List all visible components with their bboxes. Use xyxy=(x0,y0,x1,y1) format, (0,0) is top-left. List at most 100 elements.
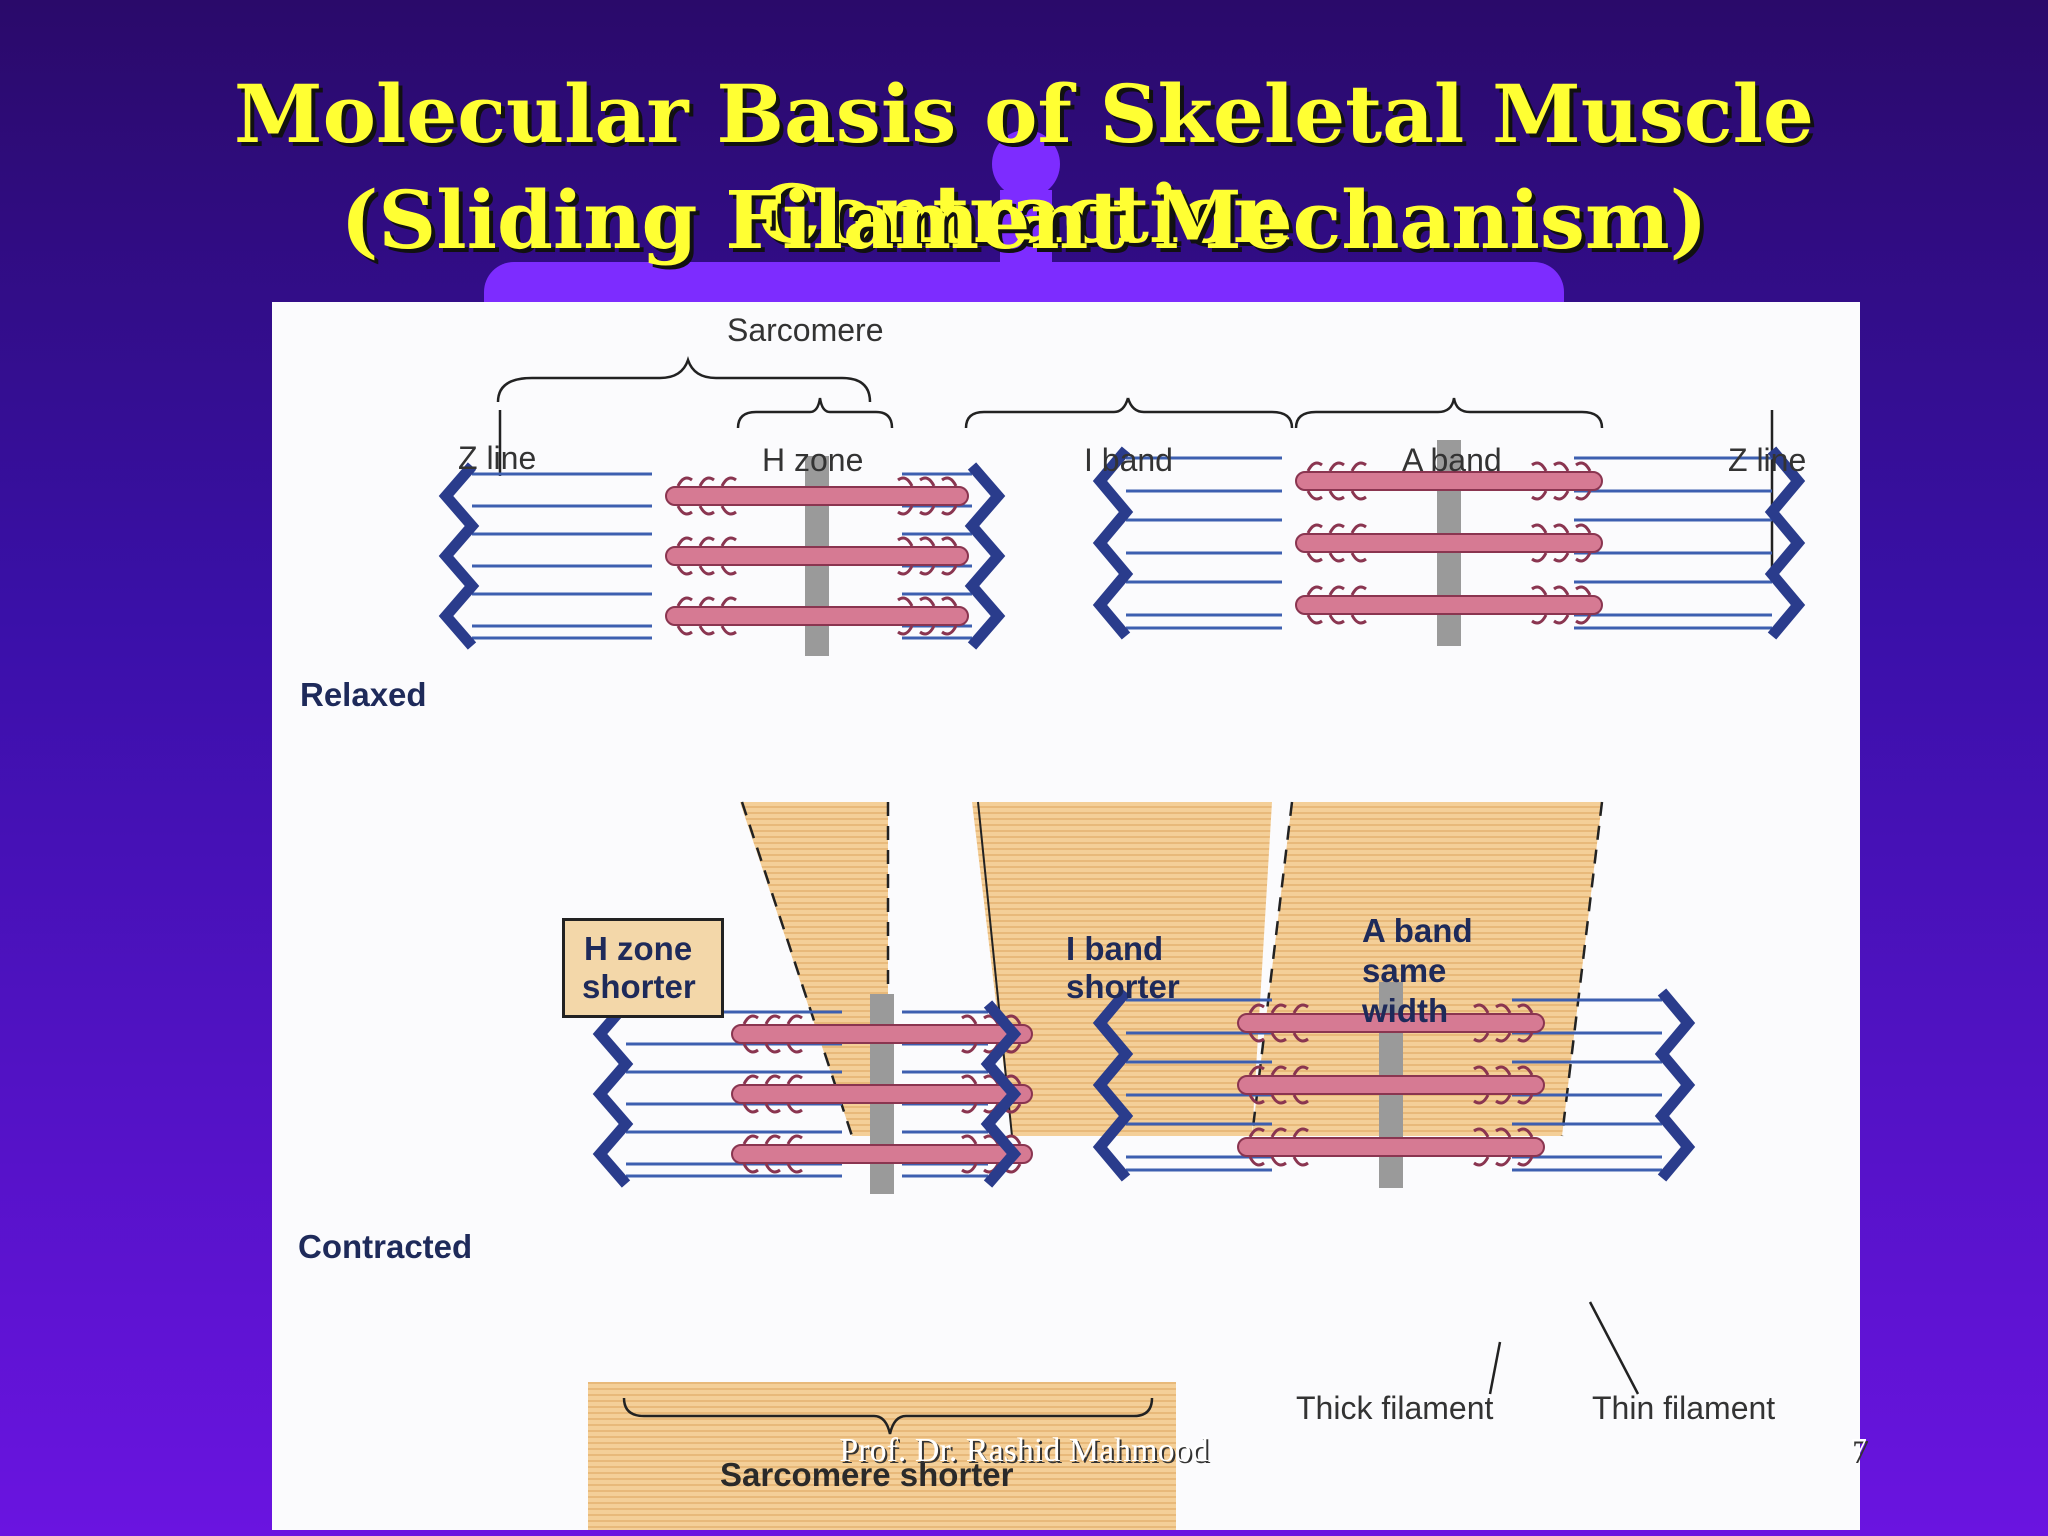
sarcomere-diagram xyxy=(438,356,1806,1530)
thick-filament xyxy=(1295,471,1603,491)
thick-filament xyxy=(1295,533,1603,553)
myosin-head xyxy=(919,476,936,516)
myosin-head xyxy=(742,1074,759,1114)
thick-filament xyxy=(1237,1137,1545,1157)
myosin-head xyxy=(1575,585,1592,625)
myosin-head xyxy=(720,476,737,516)
thick-filament xyxy=(731,1024,1033,1044)
i-band-shorter-label-1: I band xyxy=(1066,930,1164,967)
myosin-head xyxy=(1473,1127,1490,1167)
i-band-band xyxy=(972,802,1272,1136)
a-band-band xyxy=(1252,802,1602,1136)
myosin-head xyxy=(1350,523,1367,563)
myosin-head xyxy=(1270,1127,1287,1167)
page-number: 7 xyxy=(1850,1432,1867,1469)
z-line xyxy=(592,1000,634,1188)
myosin-head xyxy=(1306,461,1323,501)
myosin-head xyxy=(1270,1065,1287,1105)
thick-filament xyxy=(1237,1013,1545,1033)
myosin-head xyxy=(1517,1127,1534,1167)
logo-circle xyxy=(992,130,1060,198)
h-zone-shorter-label-1: H zone xyxy=(584,930,693,967)
myosin-head xyxy=(1350,461,1367,501)
myosin-head xyxy=(1306,523,1323,563)
z-line xyxy=(964,462,1006,650)
myosin-head xyxy=(1531,585,1548,625)
sarcomere-shorter-brace xyxy=(622,1397,1154,1435)
z-line xyxy=(980,1000,1022,1188)
myosin-head xyxy=(1531,523,1548,563)
myosin-head xyxy=(1270,1003,1287,1043)
myosin-head xyxy=(742,1014,759,1054)
myosin-head xyxy=(1248,1127,1265,1167)
thick-filament xyxy=(1295,595,1603,615)
myosin-head xyxy=(1292,1127,1309,1167)
myosin-head xyxy=(1328,585,1345,625)
myosin-head xyxy=(1306,585,1323,625)
thick-filament-label: Thick filament xyxy=(1296,1390,1494,1426)
z-line-label-right: Z line xyxy=(1728,442,1807,478)
h-zone-shorter-box xyxy=(562,918,724,1018)
slide-title: Molecular Basis of Skeletal Muscle Contr… xyxy=(234,67,1814,261)
thick-filament xyxy=(731,1084,1033,1104)
a-band-brace xyxy=(1294,397,1604,429)
myosin-head xyxy=(1248,1065,1265,1105)
i-band-brace-right xyxy=(1126,397,1294,429)
sarcomere-shorter-band xyxy=(588,1382,1176,1530)
z-line-label-left: Z line xyxy=(458,440,537,476)
myosin-head xyxy=(1553,461,1570,501)
myosin-head xyxy=(1531,461,1548,501)
myosin-head xyxy=(941,476,958,516)
myosin-head xyxy=(764,1134,781,1174)
thick-filament xyxy=(665,486,969,506)
i-band-shorter-label-2: shorter xyxy=(1066,968,1180,1005)
myosin-head xyxy=(1248,1003,1265,1043)
a-band-label: A band xyxy=(1402,442,1502,478)
thick-filament xyxy=(665,546,969,566)
myosin-head xyxy=(961,1074,978,1114)
myosin-head xyxy=(786,1074,803,1114)
myosin-head xyxy=(676,596,693,636)
z-line xyxy=(1764,446,1806,640)
a-band-same-label-3: width xyxy=(1362,992,1449,1029)
myosin-head xyxy=(1005,1014,1022,1054)
sarcomere-shorter-label: Sarcomere shorter xyxy=(720,1456,1014,1493)
myosin-head xyxy=(698,596,715,636)
thin-filament-pointer xyxy=(1588,1301,1640,1395)
thick-filament xyxy=(1237,1075,1545,1095)
myosin-head xyxy=(786,1134,803,1174)
z-line xyxy=(438,462,480,650)
myosin-head xyxy=(1473,1003,1490,1043)
myosin-head xyxy=(1575,523,1592,563)
h-zone-brace xyxy=(736,397,894,429)
slide-subtitle: (Sliding Filament Mechanism) xyxy=(340,173,1708,267)
myosin-head xyxy=(676,536,693,576)
myosin-head xyxy=(961,1134,978,1174)
myosin-head xyxy=(1517,1003,1534,1043)
myosin-head xyxy=(698,536,715,576)
a-band-same-label-1: A band xyxy=(1362,912,1473,949)
contracted-label: Contracted xyxy=(298,1228,473,1265)
myosin-head xyxy=(961,1014,978,1054)
sarcomere-label: Sarcomere xyxy=(727,312,884,348)
myosin-head xyxy=(742,1134,759,1174)
myosin-head xyxy=(1553,585,1570,625)
myosin-head xyxy=(720,596,737,636)
myosin-head xyxy=(1517,1065,1534,1105)
guide-line xyxy=(740,801,854,1137)
h-zone-band xyxy=(740,802,888,1136)
footer-author: Prof. Dr. Rashid Mahmood xyxy=(839,1432,1209,1469)
z-line xyxy=(1092,446,1134,640)
relaxed-label: Relaxed xyxy=(300,676,427,713)
sarcomere-brace xyxy=(496,356,872,403)
i-band-label: I band xyxy=(1084,442,1173,478)
logo-arm xyxy=(484,262,1564,302)
myosin-head xyxy=(1575,461,1592,501)
myosin-head xyxy=(1328,523,1345,563)
myosin-head xyxy=(897,476,914,516)
myosin-head xyxy=(1292,1003,1309,1043)
z-line xyxy=(1654,988,1696,1182)
myosin-head xyxy=(1553,523,1570,563)
z-line xyxy=(1092,988,1134,1182)
thick-filament xyxy=(731,1144,1033,1164)
